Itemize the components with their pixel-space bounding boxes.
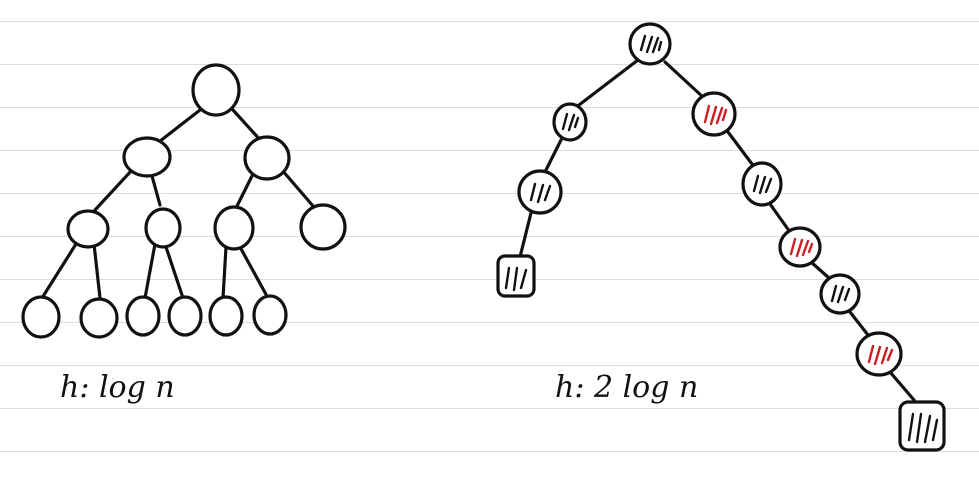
edge bbox=[92, 242, 102, 300]
right-tree-red-nodes bbox=[691, 91, 903, 377]
right-tree-nodes bbox=[496, 22, 946, 452]
tree-node-leaf bbox=[125, 295, 161, 337]
tree-node-leaf-nil bbox=[496, 254, 536, 298]
edge bbox=[238, 245, 270, 300]
left-tree-edges bbox=[40, 108, 315, 300]
tree-node-black bbox=[517, 169, 563, 215]
left-tree: h: log n bbox=[21, 63, 347, 405]
edge bbox=[150, 174, 162, 207]
edge bbox=[143, 242, 157, 300]
edge bbox=[231, 108, 264, 144]
edge bbox=[234, 174, 254, 210]
tree-node-leaf bbox=[79, 297, 119, 339]
right-tree-height-label: h: 2 log n bbox=[555, 370, 698, 405]
tree-node bbox=[122, 136, 172, 178]
tree-node-leaf bbox=[252, 294, 288, 336]
tree-node bbox=[213, 205, 255, 251]
tree-node-red bbox=[691, 91, 737, 137]
edge bbox=[726, 130, 754, 166]
tree-node bbox=[299, 203, 347, 251]
edge bbox=[221, 245, 228, 300]
right-tree: h: 2 log n bbox=[496, 22, 946, 452]
tree-node-root-black bbox=[628, 22, 672, 66]
tree-node-leaf-nil bbox=[898, 400, 946, 452]
tree-node-black bbox=[819, 273, 861, 315]
edge bbox=[543, 138, 563, 174]
tree-node-leaf bbox=[21, 295, 61, 339]
edge bbox=[153, 108, 202, 147]
edge bbox=[768, 202, 792, 234]
edge bbox=[163, 242, 185, 300]
tree-node-root bbox=[191, 63, 241, 117]
tree-node-black bbox=[552, 102, 588, 142]
tree-node-leaf bbox=[208, 295, 244, 337]
edge bbox=[888, 370, 916, 402]
tree-node-leaf bbox=[167, 295, 203, 337]
right-tree-edges bbox=[518, 58, 916, 402]
edge bbox=[809, 260, 831, 280]
edge bbox=[848, 310, 870, 337]
tree-node-red bbox=[855, 331, 903, 377]
left-tree-nodes bbox=[21, 63, 347, 339]
left-tree-height-label: h: log n bbox=[60, 370, 175, 405]
edge bbox=[93, 168, 134, 212]
tree-node bbox=[144, 207, 182, 249]
edge bbox=[40, 242, 78, 300]
tree-node-black bbox=[741, 161, 783, 207]
tree-node-red bbox=[778, 226, 822, 268]
edge bbox=[577, 58, 640, 107]
edge bbox=[280, 168, 315, 208]
tree-node bbox=[243, 135, 291, 181]
edge bbox=[518, 211, 533, 259]
edge bbox=[663, 60, 706, 100]
tree-node bbox=[66, 209, 110, 249]
